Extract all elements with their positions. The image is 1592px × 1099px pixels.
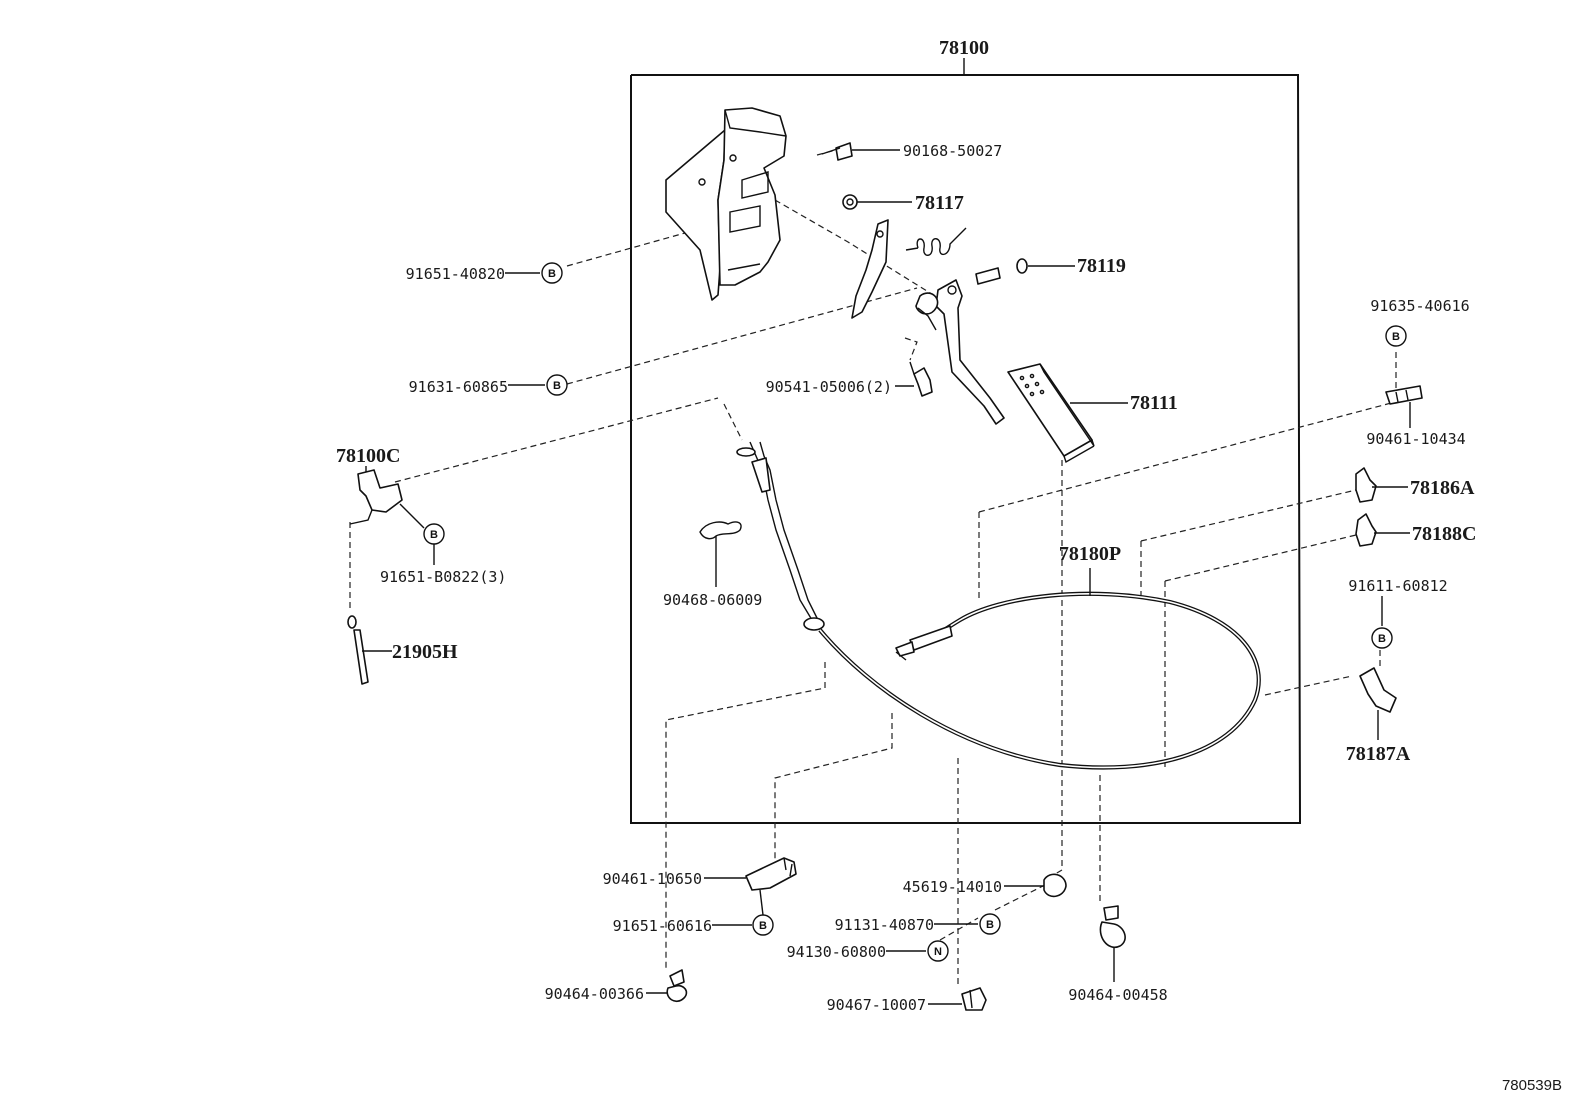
label-78186A[interactable]: 78186A	[1410, 477, 1475, 499]
label-90168-50027[interactable]: 90168-50027	[903, 142, 1002, 160]
label-78180P[interactable]: 78180P	[1059, 543, 1121, 565]
clip-90464-00458[interactable]	[1099, 905, 1126, 949]
label-91651-B0822[interactable]: 91651-B0822(3)	[380, 568, 506, 586]
label-78111[interactable]: 78111	[1130, 392, 1178, 414]
assembly-number-label[interactable]: 78100	[939, 37, 989, 59]
reference-code: 780539B	[1502, 1077, 1562, 1094]
label-91611-60812[interactable]: 91611-60812	[1348, 577, 1447, 595]
svg-text:B: B	[1378, 633, 1386, 645]
accelerator-pedal-arm[interactable]	[915, 279, 1005, 425]
svg-text:B: B	[430, 529, 438, 541]
svg-text:N: N	[934, 946, 942, 958]
label-94130-60800[interactable]: 94130-60800	[787, 943, 886, 961]
rod-21905H[interactable]	[347, 615, 369, 685]
return-spring[interactable]	[905, 227, 967, 256]
label-90467-10007[interactable]: 90467-10007	[827, 996, 926, 1014]
label-78100C[interactable]: 78100C	[336, 445, 400, 467]
pedal-lever-arm[interactable]	[851, 219, 889, 319]
label-78119[interactable]: 78119	[1077, 255, 1126, 277]
bolt-badge-91131-40870: B	[979, 913, 1001, 935]
label-91651-40820[interactable]: 91651-40820	[406, 265, 505, 283]
nut-badge-94130: N	[927, 940, 949, 962]
bolt-badge-91651-B0822: B	[423, 523, 445, 545]
accelerator-cable-78180P[interactable]	[736, 441, 1261, 770]
assembly-frame	[630, 74, 1302, 824]
pedal-pad-78111[interactable]	[1007, 363, 1095, 464]
svg-text:B: B	[986, 919, 994, 931]
label-45619-14010[interactable]: 45619-14010	[903, 878, 1002, 896]
clip-90467-10007[interactable]	[961, 987, 987, 1011]
bolt-badge-91651-40820: B	[541, 262, 563, 284]
label-21905H[interactable]: 21905H	[392, 641, 458, 663]
label-91631-60865[interactable]: 91631-60865	[409, 378, 508, 396]
svg-text:B: B	[759, 920, 767, 932]
bolt-badge-91651-60616: B	[752, 914, 774, 936]
label-90541-05006[interactable]: 90541-05006(2)	[766, 378, 892, 396]
leader-b60616-top	[759, 889, 764, 916]
clamp-90461-10434[interactable]	[1385, 385, 1423, 405]
bushing-78117[interactable]	[842, 194, 858, 210]
clip-90541[interactable]	[909, 361, 933, 397]
label-78187A[interactable]: 78187A	[1346, 743, 1411, 765]
clamp-90461-10650[interactable]	[745, 857, 797, 891]
svg-text:B: B	[1392, 331, 1400, 343]
label-91131-40870[interactable]: 91131-40870	[835, 916, 934, 934]
svg-text:B: B	[553, 380, 561, 392]
label-90464-00458[interactable]: 90464-00458	[1068, 986, 1167, 1004]
dashed-guides	[349, 148, 1397, 985]
label-90468-06009[interactable]: 90468-06009	[663, 591, 762, 609]
leader-b0822-top	[399, 503, 425, 529]
bracket-78100C[interactable]	[349, 469, 403, 525]
label-91635-40616[interactable]: 91635-40616	[1370, 297, 1469, 315]
label-90461-10434[interactable]: 90461-10434	[1366, 430, 1465, 448]
screw-90168[interactable]	[821, 142, 853, 161]
pedal-bracket[interactable]	[665, 107, 787, 301]
clamp-90468[interactable]	[699, 521, 742, 544]
label-78117[interactable]: 78117	[915, 192, 964, 214]
bolt-badge-91635: B	[1385, 325, 1407, 347]
clamp-78186A[interactable]	[1355, 467, 1377, 503]
clip-90464-00366[interactable]	[666, 969, 688, 1003]
label-90461-10650[interactable]: 90461-10650	[603, 870, 702, 888]
label-90464-00366[interactable]: 90464-00366	[545, 985, 644, 1003]
clamp-78188C[interactable]	[1355, 513, 1377, 547]
label-91651-60616[interactable]: 91651-60616	[613, 917, 712, 935]
bolt-badge-91631-60865: B	[546, 374, 568, 396]
cap-45619-14010[interactable]	[1043, 873, 1067, 898]
bolt-badge-91611: B	[1371, 627, 1393, 649]
label-78188C[interactable]: 78188C	[1412, 523, 1476, 545]
pin-78119[interactable]	[975, 258, 1028, 285]
svg-text:B: B	[548, 268, 556, 280]
bracket-78187A[interactable]	[1359, 667, 1397, 713]
